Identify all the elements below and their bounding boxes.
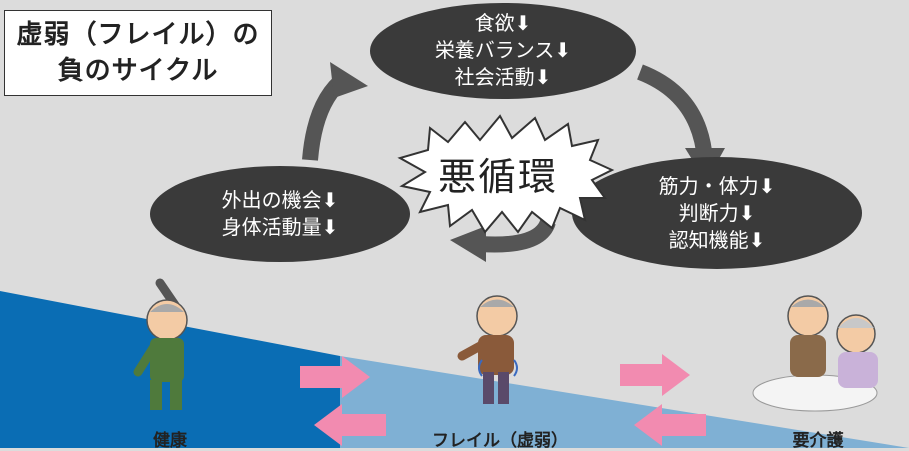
node-right-line-3: 認知機能⬇ xyxy=(668,228,766,252)
cycle-arrow-top-right xyxy=(636,64,713,161)
node-right-line-2: 判断力⬇ xyxy=(678,201,756,225)
node-top-line-1: 食欲⬇ xyxy=(474,11,532,35)
node-top-ellipse xyxy=(370,3,636,99)
node-top-line-2: 栄養バランス⬇ xyxy=(434,38,572,62)
healthy-person-illustration xyxy=(133,278,188,410)
frail-person-illustration xyxy=(457,295,518,404)
cycle-arrow-left-up-head xyxy=(330,62,368,98)
care-couple-illustration xyxy=(752,295,878,412)
stage-label-frailty: フレイル（虚弱） xyxy=(432,431,568,451)
node-left-line-2: 身体活動量⬇ xyxy=(221,215,339,239)
title-line-2: 負のサイクル xyxy=(57,56,219,86)
arrow-care-to-frailty xyxy=(634,404,706,446)
node-right-ellipse xyxy=(572,157,862,269)
arrow-healthy-to-frailty xyxy=(300,356,370,398)
title-box: 虚弱（フレイル）の 負のサイクル xyxy=(4,10,272,96)
node-top-line-3: 社会活動⬇ xyxy=(454,65,552,89)
node-left-line-1: 外出の機会⬇ xyxy=(221,188,339,212)
stage-label-care: 要介護 xyxy=(792,431,844,451)
node-top-appetite: 食欲⬇ 栄養バランス⬇ 社会活動⬇ xyxy=(370,10,636,91)
cycle-arrow-bottom xyxy=(479,218,556,253)
stage-label-healthy: 健康 xyxy=(153,431,187,451)
arrow-frailty-to-care xyxy=(620,354,690,396)
vicious-cycle-burst xyxy=(397,114,615,234)
arrow-frailty-to-healthy xyxy=(314,404,386,446)
node-right-strength: 筋力・体力⬇ 判断力⬇ 認知機能⬇ xyxy=(572,173,862,254)
node-right-line-1: 筋力・体力⬇ xyxy=(658,174,776,198)
vicious-cycle-label: 悪循環 xyxy=(438,155,559,199)
node-left-ellipse xyxy=(150,166,410,262)
title-line-1: 虚弱（フレイル）の xyxy=(16,20,260,50)
cycle-arrow-bottom-head xyxy=(450,226,486,262)
frailty-band xyxy=(340,356,909,448)
node-left-activity: 外出の機会⬇ 身体活動量⬇ xyxy=(150,187,410,241)
